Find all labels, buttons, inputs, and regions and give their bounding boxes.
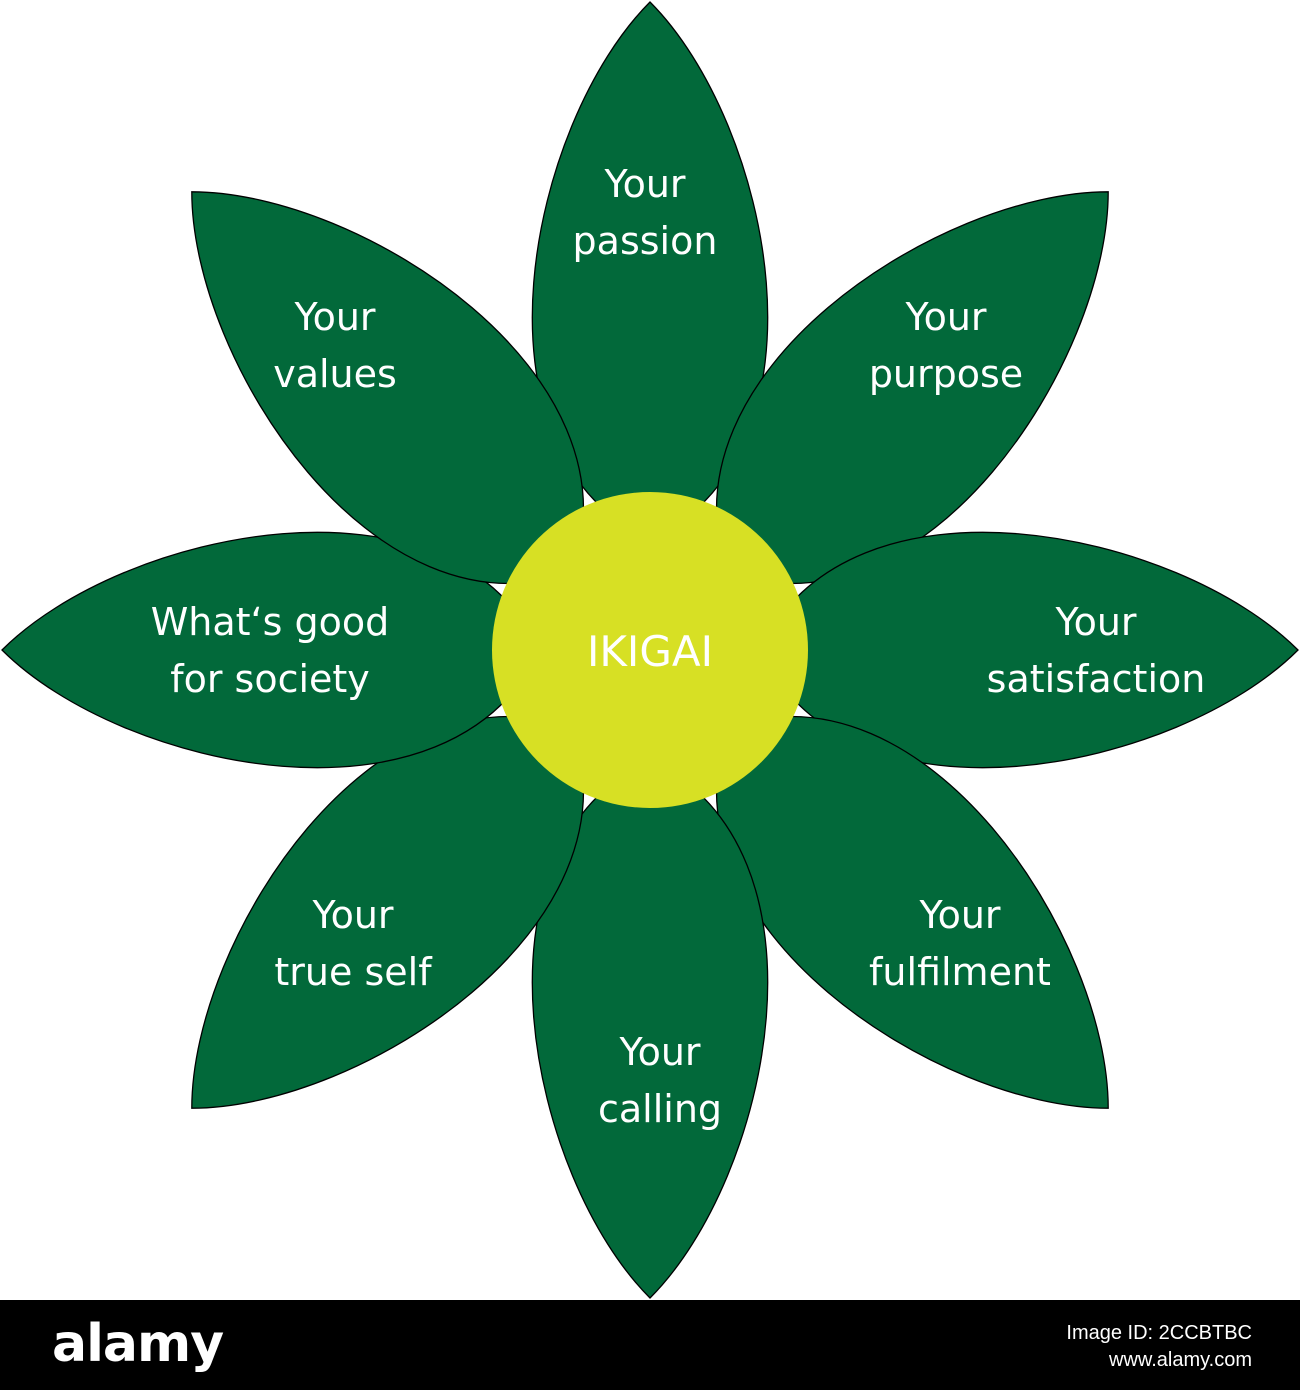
petal-label-4: Your fulfilment — [869, 893, 1051, 994]
petal-label-line: values — [273, 352, 397, 396]
site-url: www.alamy.com — [1109, 1349, 1252, 1371]
petal-label-6: Your true self — [274, 893, 433, 994]
petal-label-line: Your — [618, 1030, 700, 1074]
petal-label-7: What‘s good for society — [151, 600, 390, 701]
petal-label-line: true self — [274, 950, 433, 994]
petal-label-line: What‘s good — [151, 600, 390, 644]
petal-label-2: Your purpose — [869, 295, 1023, 396]
image-id: Image ID: 2CCBTBC — [1066, 1322, 1252, 1344]
petal-label-line: satisfaction — [987, 657, 1206, 701]
petal-label-line: Your — [918, 893, 1000, 937]
petal-label-line: Your — [603, 162, 685, 206]
petal-8 — [191, 191, 585, 585]
petal-label-8: Your values — [273, 295, 397, 396]
alamy-logo: alamy — [52, 1314, 224, 1374]
footer-bar: alamy Image ID: 2CCBTBC www.alamy.com — [0, 1300, 1300, 1390]
petal-label-line: Your — [904, 295, 986, 339]
petal-label-3: Your satisfaction — [987, 600, 1206, 701]
center-circle — [492, 492, 808, 808]
petals — [1, 1, 1299, 1299]
petal-label-line: Your — [311, 893, 393, 937]
petal-label-line: passion — [573, 219, 718, 263]
center-label: IKIGAI — [587, 627, 713, 676]
petal-label-5: Your calling — [598, 1030, 722, 1131]
footer-meta: Image ID: 2CCBTBC www.alamy.com — [1066, 1320, 1252, 1374]
petal-label-1: Your passion — [573, 162, 718, 263]
petal-label-line: purpose — [869, 352, 1023, 396]
petal-label-line: calling — [598, 1087, 722, 1131]
petal-labels: YourpassionYourpurposeYoursatisfactionYo… — [151, 162, 1206, 1131]
ikigai-flower-diagram: IKIGAI YourpassionYourpurposeYoursatisfa… — [1, 1, 1299, 1299]
petal-label-line: for society — [170, 657, 370, 701]
petal-label-line: Your — [1054, 600, 1136, 644]
petal-label-line: fulfilment — [869, 950, 1051, 994]
petal-label-line: Your — [293, 295, 375, 339]
